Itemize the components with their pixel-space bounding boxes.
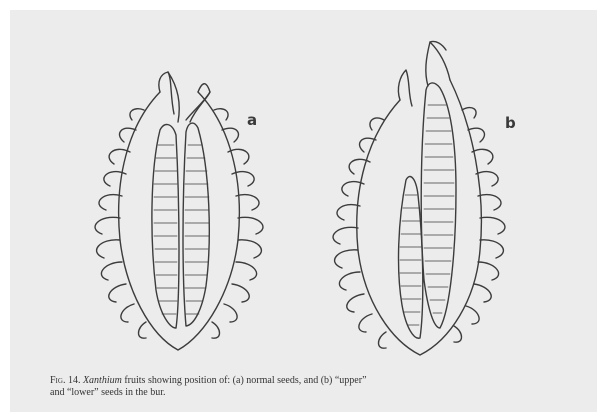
panel-label-a: a	[247, 111, 257, 129]
caption-line-2: and “lower” seeds in the bur.	[50, 387, 585, 399]
caption-genus: Xanthium	[83, 375, 122, 386]
caption-text-1: fruits showing position of: (a) normal s…	[124, 375, 366, 386]
figure-caption: Fig. 14. Xanthium fruits showing positio…	[50, 375, 585, 399]
figure-number: Fig. 14.	[50, 375, 80, 386]
bur-a-drawing	[95, 72, 263, 350]
figure-page: a b Fig. 14. Xanthium fruits showing pos…	[10, 10, 597, 412]
xanthium-bur-illustration	[10, 10, 597, 370]
bur-b-drawing	[333, 41, 505, 355]
caption-line-1: Fig. 14. Xanthium fruits showing positio…	[50, 375, 585, 387]
panel-label-b: b	[505, 114, 516, 132]
